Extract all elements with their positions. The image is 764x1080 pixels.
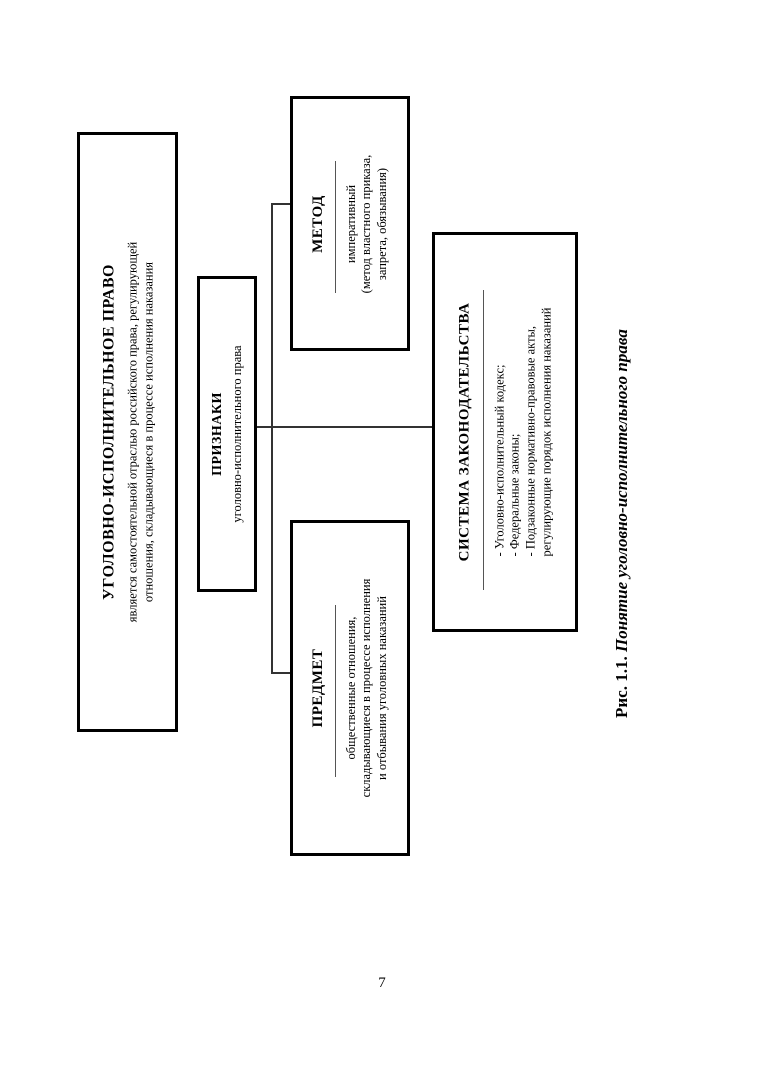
box-legislation-item-4: регулирующие порядок исполнения наказани… — [539, 307, 553, 557]
box-subject-content: ПРЕДМЕТ общественные отношения, складыва… — [309, 528, 391, 848]
box-method-content: МЕТОД императивный (метод властного прик… — [309, 104, 391, 344]
box-features-title: ПРИЗНАКИ — [209, 392, 225, 476]
box-legislation-item-2: - Федеральные законы; — [507, 433, 522, 557]
box-subject-line-1: общественные отношения, — [343, 616, 358, 760]
box-legislation-items: - Уголовно-исполнительный кодекс; - Феде… — [492, 308, 555, 557]
box-method-line-2: (метод властного приказа, — [359, 154, 374, 293]
box-method: МЕТОД императивный (метод властного прик… — [290, 96, 410, 351]
box-legislation: СИСТЕМА ЗАКОНОДАТЕЛЬСТВА - Уголовно-испо… — [432, 232, 578, 632]
box-subject: ПРЕДМЕТ общественные отношения, складыва… — [290, 520, 410, 856]
box-method-body: императивный (метод властного приказа, з… — [344, 154, 391, 293]
box-method-divider — [335, 161, 336, 293]
box-root-concept-title: УГОЛОВНО-ИСПОЛНИТЕЛЬНОЕ ПРАВО — [99, 264, 117, 600]
box-subject-line-3: и отбывания уголовных наказаний — [375, 596, 390, 780]
box-subject-body: общественные отношения, складывающиеся в… — [344, 579, 391, 798]
box-legislation-item-3: - Подзаконные нормативно-правовые акты, — [523, 325, 538, 557]
box-subject-divider — [335, 605, 336, 777]
box-root-concept-line-1: является самостоятельной отраслью россий… — [124, 241, 139, 623]
page-number: 7 — [378, 975, 386, 991]
box-method-line-1: императивный — [343, 184, 358, 263]
figure-caption-number: Рис. 1.1. — [612, 656, 631, 718]
figure-caption: Рис. 1.1. Понятие уголовно-исполнительно… — [612, 329, 632, 718]
connector-features-to-legislation — [257, 426, 433, 428]
box-root-concept-line-2: отношения, складывающиеся в процессе исп… — [140, 261, 155, 603]
box-subject-line-2: складывающиеся в процессе исполнения — [359, 578, 374, 798]
box-root-concept-content: УГОЛОВНО-ИСПОЛНИТЕЛЬНОЕ ПРАВО является с… — [99, 142, 156, 722]
box-legislation-divider — [483, 290, 484, 590]
box-features-content: ПРИЗНАКИ уголовно-исполнительного права — [209, 284, 245, 584]
figure-caption-title: Понятие уголовно-исполнительного права — [612, 329, 631, 653]
connector-to-subject — [271, 672, 293, 674]
box-root-concept: УГОЛОВНО-ИСПОЛНИТЕЛЬНОЕ ПРАВО является с… — [77, 132, 178, 732]
box-features: ПРИЗНАКИ уголовно-исполнительного права — [197, 276, 257, 592]
box-method-line-3: запрета, обязывания) — [375, 167, 390, 280]
connector-spine — [271, 203, 273, 674]
box-legislation-content: СИСТЕМА ЗАКОНОДАТЕЛЬСТВА - Уголовно-испо… — [455, 240, 554, 624]
box-features-subtitle: уголовно-исполнительного права — [229, 345, 244, 523]
connector-to-method — [271, 203, 293, 205]
box-legislation-item-1: - Уголовно-исполнительный кодекс; — [492, 364, 507, 557]
box-method-title: МЕТОД — [310, 194, 327, 253]
box-subject-title: ПРЕДМЕТ — [310, 648, 327, 728]
box-legislation-title: СИСТЕМА ЗАКОНОДАТЕЛЬСТВА — [456, 302, 473, 562]
